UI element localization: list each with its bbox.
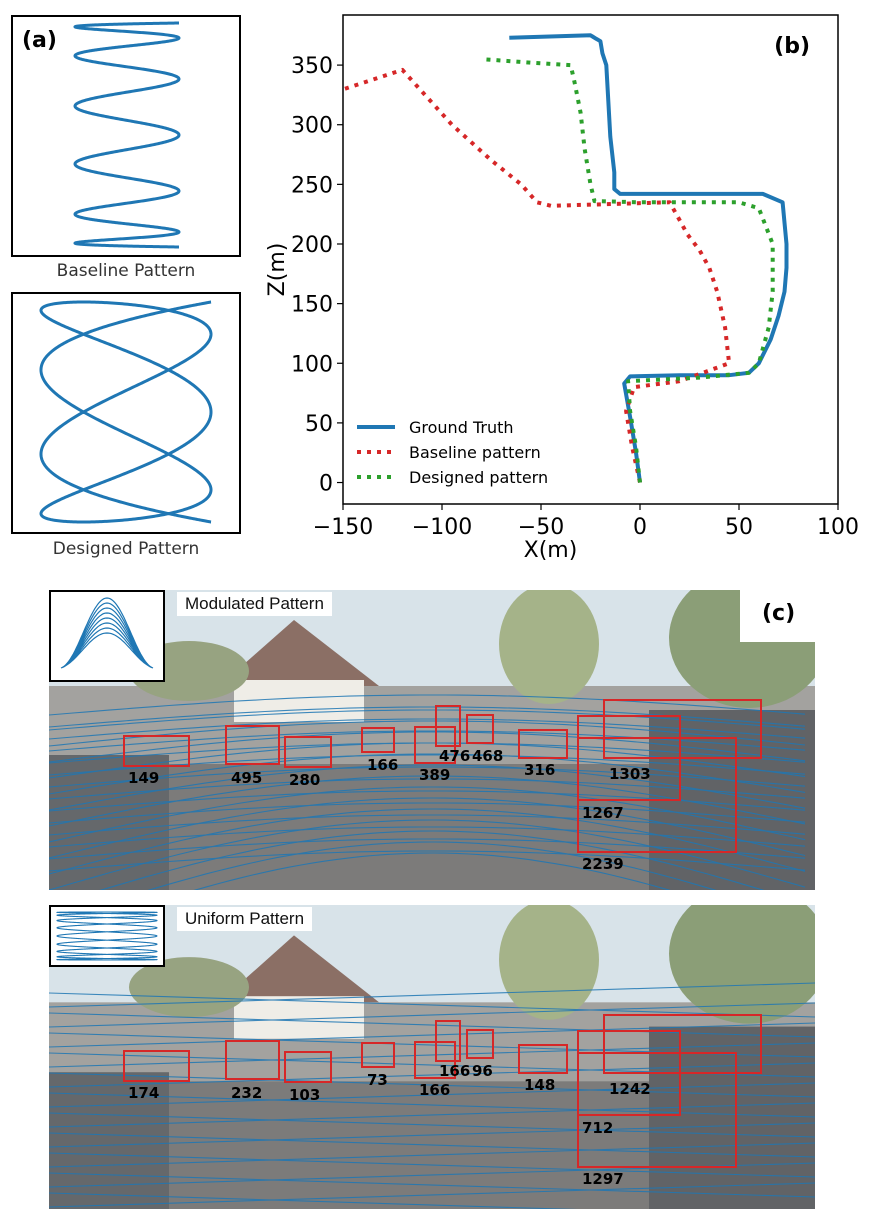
uniform-point-count-1: 232 <box>231 1084 262 1102</box>
series-line-0 <box>509 33 789 483</box>
modulated-point-count-7: 316 <box>524 761 555 779</box>
uniform-detection-box-7 <box>518 1044 568 1074</box>
modulated-point-count-5: 476 <box>439 747 470 765</box>
uniform-point-count-8: 1242 <box>609 1080 651 1098</box>
uniform-point-count-4: 166 <box>419 1081 450 1099</box>
modulated-point-count-6: 468 <box>472 747 503 765</box>
legend-label-1: Baseline pattern <box>409 443 541 462</box>
legend-label-2: Designed pattern <box>409 468 548 487</box>
modulated-point-count-9: 1267 <box>582 804 624 822</box>
modulated-point-count-3: 166 <box>367 756 398 774</box>
x-axis-label: X(m) <box>524 538 578 563</box>
modulated-tree-center <box>499 590 599 704</box>
modulated-detection-box-6 <box>466 714 494 744</box>
modulated-pattern-icon <box>60 597 154 669</box>
x-tick-label-2: −50 <box>518 515 564 540</box>
series-line-1 <box>343 67 732 483</box>
modulated-point-count-8: 1303 <box>609 765 651 783</box>
legend-label-0: Ground Truth <box>409 418 514 437</box>
uniform-pattern-inset <box>49 905 165 967</box>
modulated-detection-box-7 <box>518 729 568 759</box>
uniform-point-count-6: 96 <box>472 1062 493 1080</box>
y-tick-label-2: 100 <box>291 352 333 377</box>
modulated-detection-box-2 <box>284 736 332 768</box>
panel-c-tag-box: (c) <box>740 590 815 642</box>
panel-c-tag: (c) <box>762 601 796 626</box>
uniform-pattern-icon <box>56 911 158 961</box>
y-tick-label-3: 150 <box>291 293 333 318</box>
uniform-detection-box-8 <box>603 1014 762 1074</box>
uniform-point-count-5: 166 <box>439 1062 470 1080</box>
designed-pattern-frame <box>11 292 241 534</box>
uniform-tree-right <box>669 905 815 1024</box>
modulated-pattern-label: Modulated Pattern <box>177 592 332 616</box>
y-tick-label-1: 50 <box>305 412 333 437</box>
y-tick-label-0: 0 <box>319 472 333 497</box>
modulated-point-count-2: 280 <box>289 771 320 789</box>
uniform-right-car <box>649 1026 815 1209</box>
uniform-detection-box-3 <box>361 1042 395 1068</box>
modulated-point-count-1: 495 <box>231 769 262 787</box>
modulated-detection-box-3 <box>361 727 395 753</box>
uniform-pattern-label: Uniform Pattern <box>177 907 313 931</box>
uniform-scan-lines <box>49 982 815 1209</box>
x-tick-label-3: 0 <box>633 515 647 540</box>
baseline-pattern-frame <box>11 15 241 257</box>
y-tick-label-5: 250 <box>291 173 333 198</box>
modulated-house-roof <box>219 620 379 686</box>
trajectory-chart: −150 −100 −50 0 50 100 0 50 100 150 200 250 300 350X(… <box>265 14 859 563</box>
modulated-pattern-inset <box>49 590 165 682</box>
uniform-detection-box-10 <box>577 1052 737 1168</box>
x-tick-label-0: −150 <box>313 515 373 540</box>
baseline-lissajous-curve <box>73 21 181 249</box>
designed-scan-pattern <box>39 300 213 524</box>
uniform-point-count-10: 1297 <box>582 1170 624 1188</box>
uniform-point-count-0: 174 <box>128 1084 159 1102</box>
modulated-detection-box-5 <box>435 705 461 747</box>
uniform-point-count-9: 712 <box>582 1119 613 1137</box>
uniform-point-count-3: 73 <box>367 1071 388 1089</box>
modulated-detection-box-8 <box>603 699 762 759</box>
modulated-detection-box-10 <box>577 737 737 853</box>
modulated-haze <box>49 590 815 890</box>
series-line-2 <box>481 57 775 483</box>
uniform-point-count-7: 148 <box>524 1076 555 1094</box>
modulated-point-count-10: 2239 <box>582 855 624 873</box>
modulated-detection-box-1 <box>225 725 280 765</box>
plot-frame <box>342 14 839 505</box>
y-tick-label-7: 350 <box>291 54 333 79</box>
designed-pattern-caption: Designed Pattern <box>52 539 200 559</box>
designed-lissajous-curve <box>39 300 213 524</box>
modulated-point-count-4: 389 <box>419 766 450 784</box>
x-tick-label-1: −100 <box>412 515 472 540</box>
panel-a-tag: (a) <box>22 28 57 53</box>
uniform-detection-box-1 <box>225 1040 280 1080</box>
y-tick-label-6: 300 <box>291 114 333 139</box>
uniform-point-count-2: 103 <box>289 1086 320 1104</box>
uniform-detection-box-5 <box>435 1020 461 1062</box>
y-tick-label-4: 200 <box>291 233 333 258</box>
x-tick-label-4: 50 <box>725 515 753 540</box>
modulated-detection-box-0 <box>123 735 190 767</box>
modulated-inset-curves <box>60 597 154 669</box>
uniform-house-roof <box>219 935 379 1003</box>
modulated-left-car <box>49 755 169 890</box>
modulated-point-count-0: 149 <box>128 769 159 787</box>
uniform-detection-box-6 <box>466 1029 494 1059</box>
baseline-pattern-caption: Baseline Pattern <box>56 261 196 281</box>
y-axis-label: Z(m) <box>265 243 290 297</box>
baseline-scan-pattern <box>73 21 181 249</box>
x-tick-label-5: 100 <box>817 515 859 540</box>
uniform-detection-box-2 <box>284 1051 332 1083</box>
uniform-detection-box-0 <box>123 1050 190 1082</box>
uniform-inset-curves <box>56 911 158 961</box>
panel-b-tag: (b) <box>774 34 810 59</box>
